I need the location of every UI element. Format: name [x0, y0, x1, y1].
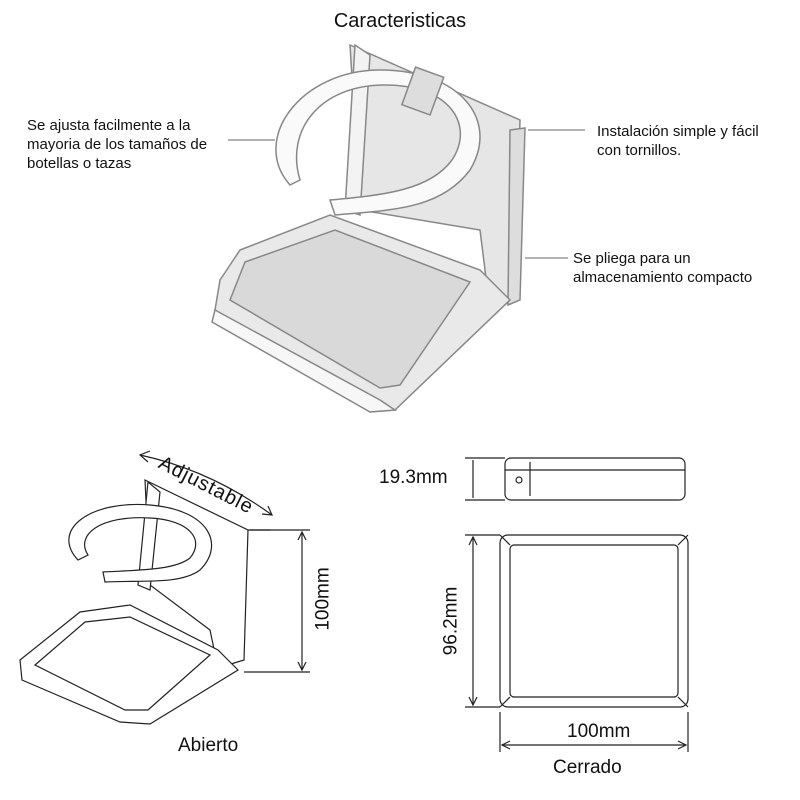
open-caption: Abierto — [178, 735, 239, 756]
feature-text: mayoria de los tamaños de — [27, 136, 208, 153]
cup-holder-open-drawing — [19, 479, 310, 725]
feature-text: Instalación simple y fácil — [597, 123, 759, 140]
feature-text: botellas o tazas — [27, 155, 132, 172]
feature-text: con tornillos. — [597, 142, 682, 159]
thickness-label: 19.3mm — [379, 467, 448, 488]
cup-holder-closed-side — [504, 457, 686, 501]
width-label: 100mm — [567, 721, 631, 742]
feature-text: Se ajusta facilmente a la — [27, 117, 191, 134]
open-height-label: 100mm — [312, 567, 334, 631]
feature-text: almacenamiento compacto — [573, 269, 753, 286]
closed-caption: Cerrado — [553, 757, 622, 778]
page-title: Caracteristicas — [333, 10, 467, 32]
feature-folding: Se pliega para un almacenamiento compact… — [573, 249, 752, 287]
feature-text: Se pliega para un — [573, 250, 691, 267]
feature-adjustable: Se ajusta facilmente a la mayoria de los… — [27, 116, 207, 173]
cup-holder-open-photo — [211, 43, 526, 413]
feature-installation: Instalación simple y fácil con tornillos… — [597, 122, 759, 160]
cup-holder-closed-top — [499, 534, 689, 708]
depth-label: 96.2mm — [440, 586, 462, 656]
